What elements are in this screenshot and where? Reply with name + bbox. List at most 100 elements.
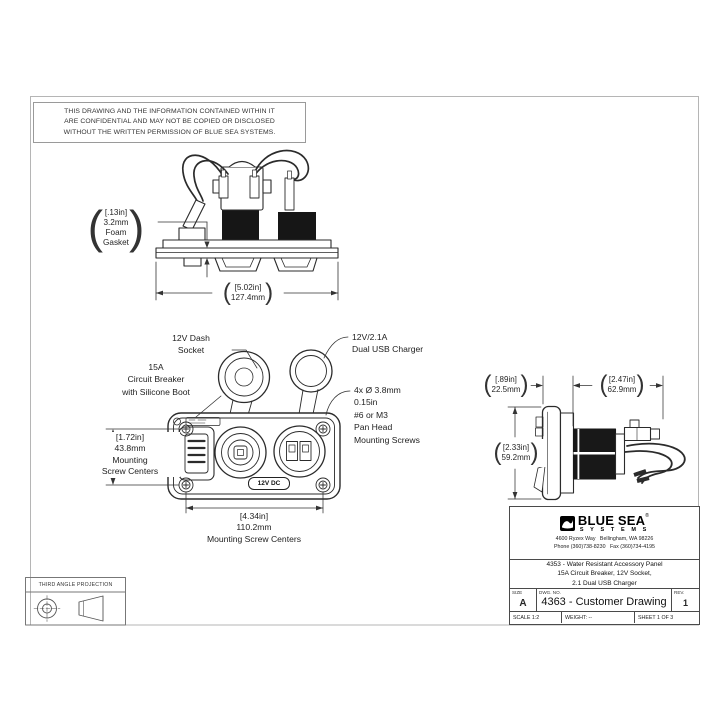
dim-line: 22.5mm xyxy=(491,385,521,394)
panel-width-dimension-text: ( [5.02in] 127.4mm ) xyxy=(214,280,282,306)
dim-line: [1.72in] xyxy=(115,432,145,442)
dim-line: [2.33in] xyxy=(502,443,530,453)
usb-module xyxy=(273,425,326,478)
third-angle-projection-box xyxy=(25,577,126,626)
side-depth-small-dimension-text: ( [.89in] 22.5mm ) xyxy=(478,371,534,399)
paren-open: ( xyxy=(493,439,502,467)
description-line: 2.1 Dual USB Charger xyxy=(572,579,637,587)
label-line: Socket xyxy=(177,345,205,356)
foam-gasket-callout: ( [.13in] 3.2mm Foam Gasket ) xyxy=(76,203,156,253)
label-12v-dash-socket: 12V Dash Socket xyxy=(150,332,232,357)
label-line: Pan Head xyxy=(354,422,393,433)
rev-label: REV. xyxy=(674,590,685,595)
front-view-leaders xyxy=(195,336,351,418)
width-dim-mm: 127.4mm xyxy=(230,293,266,302)
description-line: 15A Circuit Breaker, 12V Socket, xyxy=(557,570,652,578)
registered-mark: ® xyxy=(645,512,650,519)
brand-name: BLUE SEA® xyxy=(577,512,650,528)
drawing-number-cell: DWG. NO. 4363 - Customer Drawing xyxy=(537,589,672,611)
dim-line: Screw Centers xyxy=(101,466,159,477)
weight-cell: WEIGHT: -- xyxy=(562,612,635,623)
gasket-word: Gasket xyxy=(103,237,129,247)
rev-value: 1 xyxy=(682,598,688,608)
socket-module xyxy=(214,426,267,479)
paren-close: ) xyxy=(636,371,645,399)
paren-close: ) xyxy=(128,201,145,254)
label-mounting-screws: 4x Ø 3.8mm 0.15in #6 or M3 Pan Head Moun… xyxy=(354,384,464,446)
drawing-description: 4353 - Water Resistant Accessory Panel 1… xyxy=(510,560,699,589)
socket-cover xyxy=(217,350,271,416)
revision-cell: REV. 1 xyxy=(672,589,699,611)
dim-line: Mounting xyxy=(112,454,148,465)
label-line: #6 or M3 xyxy=(354,409,388,420)
description-line: 4353 - Water Resistant Accessory Panel xyxy=(546,560,663,568)
gasket-callout-leader xyxy=(157,221,210,278)
dim-line: 59.2mm xyxy=(501,453,531,462)
gasket-dim-mm: 3.2mm xyxy=(103,218,129,228)
gasket-word: Foam xyxy=(105,228,127,237)
blue-sea-wave-icon xyxy=(559,516,575,532)
sheet-cell: SHEET 1 OF 3 xyxy=(638,614,674,621)
company-address: 4600 Ryzex Way Bellingham, WA 98226 xyxy=(555,536,654,543)
confidentiality-line: ARE CONFIDENTIAL AND MAY NOT BE COPIED O… xyxy=(64,118,275,126)
sheet-border xyxy=(30,96,699,626)
dim-line: [4.34in] xyxy=(239,511,269,521)
paren-close: ) xyxy=(265,279,274,307)
third-angle-projection-label: THIRD ANGLE PROJECTION xyxy=(26,578,125,592)
side-height-dimension-text: ( [2.33in] 59.2mm ) xyxy=(486,439,546,467)
top-width-dimension xyxy=(155,261,339,301)
width-dim-inch: [5.02in] xyxy=(234,283,262,293)
confidentiality-line: THIS DRAWING AND THE INFORMATION CONTAIN… xyxy=(64,108,275,116)
label-line: 12V/2.1A xyxy=(352,332,388,342)
paren-close: ) xyxy=(520,371,529,399)
label-line: Dual USB Charger xyxy=(352,344,424,355)
label-line: 4x Ø 3.8mm xyxy=(354,385,401,395)
paren-open: ( xyxy=(222,279,231,307)
dim-line: 43.8mm xyxy=(114,443,146,454)
label-line: 15A xyxy=(148,362,164,372)
size-value: A xyxy=(519,598,527,609)
side-depth-dimensions xyxy=(530,375,664,427)
title-block: BLUE SEA® S Y S T E M S 4600 Ryzex Way B… xyxy=(509,506,700,625)
scale-cell: SCALE 1:2 xyxy=(510,612,562,623)
label-line: 0.15in xyxy=(354,397,378,408)
badge-text: 12V DC xyxy=(257,480,281,487)
paren-close: ) xyxy=(530,439,539,467)
company-contact: Phone (360)738-8230 Fax (360)734-4195 xyxy=(553,544,655,551)
dim-line: [.89in] xyxy=(495,375,517,385)
top-view-linework xyxy=(155,149,339,272)
title-block-logo-area: BLUE SEA® S Y S T E M S 4600 Ryzex Way B… xyxy=(510,507,699,560)
side-height-dimension xyxy=(507,406,542,500)
dwg-label: DWG. NO. xyxy=(539,590,561,595)
dim-line: 110.2mm xyxy=(236,522,272,533)
size-label: SIZE xyxy=(512,590,523,595)
gasket-dim-inch: [.13in] xyxy=(104,208,128,218)
size-cell: SIZE A xyxy=(510,589,537,611)
label-line: with Silicone Boot xyxy=(122,386,190,397)
paren-open: ( xyxy=(87,201,104,254)
side-depth-total-dimension-text: ( [2.47in] 62.9mm ) xyxy=(592,371,652,399)
confidentiality-notice: THIS DRAWING AND THE INFORMATION CONTAIN… xyxy=(33,102,306,143)
dim-line: 62.9mm xyxy=(607,385,637,394)
label-dual-usb-charger: 12V/2.1A Dual USB Charger xyxy=(352,331,462,356)
label-circuit-breaker: 15A Circuit Breaker with Silicone Boot xyxy=(82,361,230,398)
label-line: Circuit Breaker xyxy=(127,374,185,385)
dwg-value: 4363 - Customer Drawing xyxy=(541,596,667,608)
projection-symbol xyxy=(33,595,104,622)
label-line: Mounting Screws xyxy=(354,434,420,445)
paren-open: ( xyxy=(483,371,492,399)
dim-line: [2.47in] xyxy=(608,375,636,385)
vertical-screw-centers-dimension-text: [1.72in] 43.8mm Mounting Screw Centers xyxy=(80,432,180,478)
confidentiality-line: WITHOUT THE WRITTEN PERMISSION OF BLUE S… xyxy=(63,128,276,136)
paren-open: ( xyxy=(599,371,608,399)
horizontal-screw-centers-dimension-text: [4.34in] 110.2mm Mounting Screw Centers xyxy=(170,511,338,545)
usb-cover xyxy=(289,349,333,415)
dim-line: Mounting Screw Centers xyxy=(206,533,302,544)
brand-subname: S Y S T E M S xyxy=(579,526,649,533)
label-line: 12V Dash xyxy=(172,333,210,343)
front-horizontal-dimension xyxy=(185,491,324,514)
projection-label-text: THIRD ANGLE PROJECTION xyxy=(38,582,113,588)
panel-12vdc-badge: 12V DC xyxy=(248,477,290,490)
